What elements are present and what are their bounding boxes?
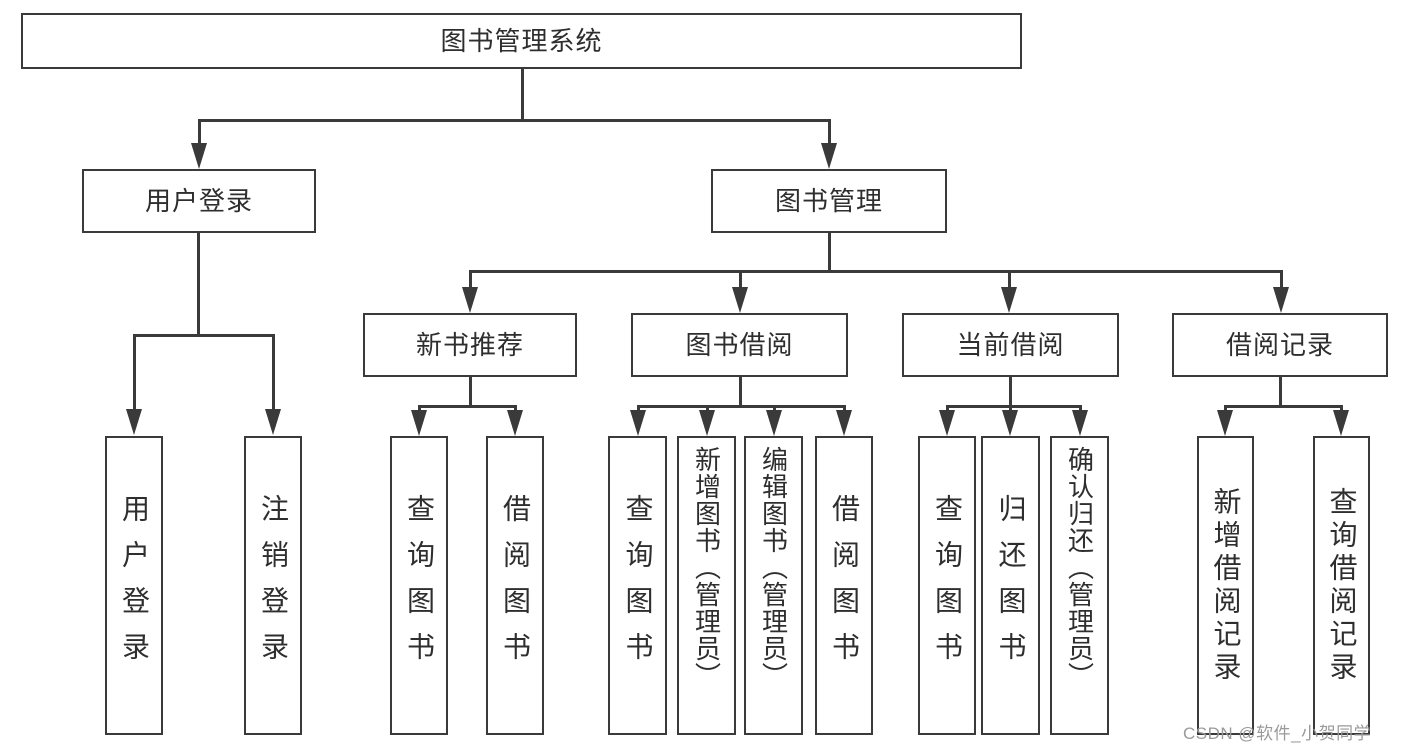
connector-stub xyxy=(133,334,136,411)
leaf-return-books: 归还图书 xyxy=(981,436,1040,735)
leaf-user-login: 用户登录 xyxy=(105,436,163,735)
leaf-add-borrow-record-label: 新增借阅记录 xyxy=(1210,486,1242,685)
arrow-down-icon xyxy=(1333,410,1349,436)
connector-newbook-bar xyxy=(418,405,516,408)
connector-stub xyxy=(1224,405,1227,413)
leaf-add-books-admin-label: 新增图书（管理员） xyxy=(691,446,722,689)
connector-stub xyxy=(1008,270,1011,289)
node-new-book-recommend-label: 新书推荐 xyxy=(415,330,524,360)
node-borrow-records-label: 借阅记录 xyxy=(1225,330,1334,360)
connector-records-stem xyxy=(1279,377,1282,407)
connector-stub xyxy=(418,405,421,413)
connector-stub xyxy=(828,119,831,147)
node-borrow-records: 借阅记录 xyxy=(1172,313,1388,377)
connector-stub xyxy=(946,405,949,413)
arrow-down-icon xyxy=(1072,410,1088,436)
leaf-borrow-books-2-label: 借阅图书 xyxy=(829,493,860,678)
connector-level1-bar xyxy=(198,119,830,122)
connector-stub xyxy=(843,405,846,413)
node-current-borrow-label: 当前借阅 xyxy=(956,330,1065,360)
connector-newbook-stem xyxy=(469,377,472,407)
arrow-down-icon xyxy=(732,287,748,313)
leaf-query-books-1: 查询图书 xyxy=(390,436,448,735)
node-book-management-label: 图书管理 xyxy=(774,186,883,216)
arrow-down-icon xyxy=(836,410,852,436)
node-user-login-label: 用户登录 xyxy=(144,186,253,216)
arrow-down-icon xyxy=(821,143,837,169)
connector-root-stem xyxy=(521,69,524,121)
leaf-query-books-2: 查询图书 xyxy=(608,436,667,735)
leaf-borrow-books-1: 借阅图书 xyxy=(486,436,544,735)
arrow-down-icon xyxy=(699,410,715,436)
leaf-query-books-3: 查询图书 xyxy=(918,436,976,735)
leaf-return-books-label: 归还图书 xyxy=(995,493,1027,678)
arrow-down-icon xyxy=(411,410,427,436)
leaf-query-books-3-label: 查询图书 xyxy=(932,493,963,678)
node-new-book-recommend: 新书推荐 xyxy=(363,313,577,377)
connector-bookmgmt-bar xyxy=(469,270,1282,273)
connector-stub xyxy=(198,119,201,147)
arrow-down-icon xyxy=(939,410,955,436)
connector-stub xyxy=(1009,405,1012,413)
arrow-down-icon xyxy=(1002,410,1018,436)
connector-stub xyxy=(637,405,640,413)
connector-stub xyxy=(1079,405,1082,413)
leaf-query-borrow-record: 查询借阅记录 xyxy=(1313,436,1370,735)
connector-stub xyxy=(773,405,776,413)
node-system-root: 图书管理系统 xyxy=(21,13,1022,69)
leaf-logout-label: 注销登录 xyxy=(258,493,289,678)
arrow-down-icon xyxy=(1001,287,1017,313)
leaf-add-books-admin: 新增图书（管理员） xyxy=(677,436,736,735)
connector-records-bar xyxy=(1224,405,1342,408)
connector-stub xyxy=(469,270,472,289)
leaf-confirm-return-admin-label: 确认归还（管理员） xyxy=(1064,446,1095,689)
connector-stub xyxy=(514,405,517,413)
leaf-query-books-2-label: 查询图书 xyxy=(622,493,654,678)
connector-userlogin-bar xyxy=(133,334,274,337)
leaf-confirm-return-admin: 确认归还（管理员） xyxy=(1050,436,1109,735)
csdn-watermark: CSDN @软件_小贺同学 xyxy=(1183,724,1372,743)
arrow-down-icon xyxy=(766,410,782,436)
leaf-add-borrow-record: 新增借阅记录 xyxy=(1197,436,1254,735)
leaf-borrow-books-1-label: 借阅图书 xyxy=(500,493,531,678)
connector-currentborrow-bar xyxy=(946,405,1081,408)
connector-bookborrow-bar xyxy=(637,405,845,408)
connector-bookborrow-stem xyxy=(739,377,742,407)
arrow-down-icon xyxy=(191,143,207,169)
arrow-down-icon xyxy=(507,410,523,436)
node-system-root-label: 图书管理系统 xyxy=(440,26,603,56)
leaf-query-books-1-label: 查询图书 xyxy=(404,493,435,678)
arrow-down-icon xyxy=(265,409,281,435)
connector-stub xyxy=(739,270,742,289)
node-user-login: 用户登录 xyxy=(82,169,316,233)
leaf-borrow-books-2: 借阅图书 xyxy=(815,436,873,735)
node-book-borrow-label: 图书借阅 xyxy=(685,330,794,360)
connector-stub xyxy=(1280,270,1283,289)
arrow-down-icon xyxy=(630,410,646,436)
node-book-borrow: 图书借阅 xyxy=(631,313,848,377)
arrow-down-icon xyxy=(126,409,142,435)
leaf-user-login-label: 用户登录 xyxy=(119,493,150,678)
arrow-down-icon xyxy=(1217,410,1233,436)
arrow-down-icon xyxy=(1273,287,1289,313)
leaf-query-borrow-record-label: 查询借阅记录 xyxy=(1326,486,1358,685)
connector-stub xyxy=(272,334,275,411)
arrow-down-icon xyxy=(462,287,478,313)
connector-bookmgmt-stem xyxy=(828,233,831,272)
leaf-logout: 注销登录 xyxy=(244,436,302,735)
leaf-edit-books-admin-label: 编辑图书（管理员） xyxy=(758,446,789,689)
connector-stub xyxy=(1340,405,1343,413)
connector-currentborrow-stem xyxy=(1009,377,1012,407)
node-current-borrow: 当前借阅 xyxy=(902,313,1119,377)
connector-stub xyxy=(706,405,709,413)
leaf-edit-books-admin: 编辑图书（管理员） xyxy=(744,436,803,735)
node-book-management: 图书管理 xyxy=(711,169,947,233)
connector-userlogin-stem xyxy=(197,233,200,336)
